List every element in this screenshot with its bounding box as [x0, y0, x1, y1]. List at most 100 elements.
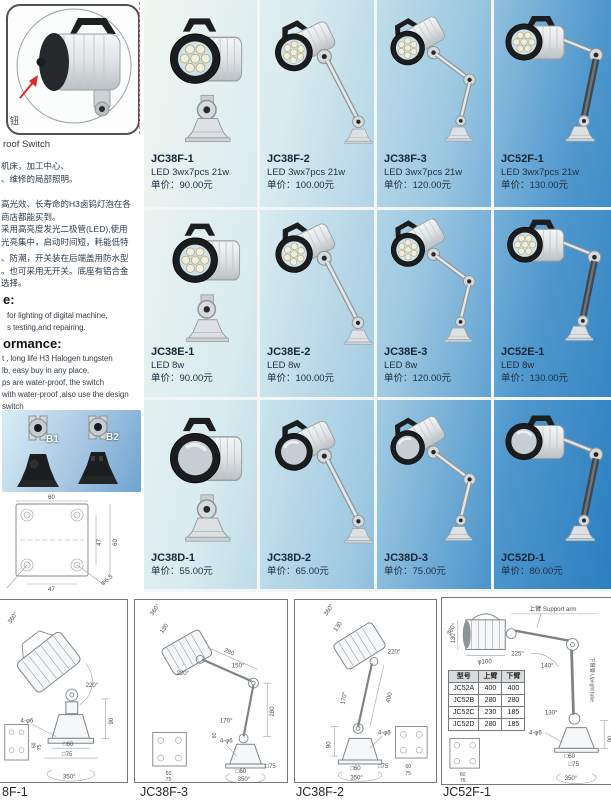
dim-label: 60: [212, 733, 218, 739]
dim-label: 60: [405, 764, 411, 770]
product-photo: [377, 210, 491, 345]
chinese-text-block-1: 机床，加工中心、 、维修的局部照明。: [1, 160, 143, 185]
product-label: JC38E-2 LED 8w 单价：100.00元: [260, 345, 374, 397]
dim-label: □60: [350, 765, 361, 772]
product-spec: LED 8w: [267, 360, 301, 371]
product-price: 单价：55.00元: [151, 566, 213, 577]
product-photo: [144, 210, 257, 345]
lamp-illustration-upright-halogen: [168, 417, 243, 542]
cn-line: 机床，加工中心、: [1, 161, 70, 171]
dim-label: □60: [236, 768, 247, 775]
product-cell-jc38d-2: JC38D-2 单价：65.00元: [260, 400, 377, 592]
product-cell-jc52e-1: JC52E-1 LED 8w 单价：130.00元: [494, 210, 611, 400]
label-b1: B1: [46, 434, 59, 445]
dim-label: 4-φ6: [21, 718, 34, 725]
dim-label: 4-φ6: [378, 729, 391, 736]
product-photo: [260, 400, 374, 551]
product-grid: JC38F-1 LED 3wx7pcs 21w 单价：90.00元: [144, 0, 611, 592]
dim-label: 280: [223, 647, 236, 658]
lamp-illustration-fold: [506, 219, 602, 341]
product-spec: LED 8w: [501, 360, 535, 371]
product-label: JC38F-1 LED 3wx7pcs 21w 单价：90.00元: [144, 152, 257, 207]
dim-label: 130: [159, 622, 171, 635]
size-table-header: 下臂: [501, 670, 526, 683]
lamp-illustration-upright: [172, 223, 241, 343]
dim-label: 360°: [149, 602, 162, 617]
perf-line: switch: [2, 402, 24, 411]
product-price: 单价：120.00元: [384, 180, 452, 191]
drawing-label-jc52f-1: JC52F-1: [443, 785, 491, 799]
perf-line: t , long life H3 Halogen tungsten: [2, 354, 113, 363]
dim-label: 130: [332, 620, 344, 633]
performance-text: t , long life H3 Halogen tungsten lb, ea…: [2, 353, 144, 413]
base-b2: [78, 415, 118, 484]
dim-label: φ100: [478, 658, 493, 665]
size-table-cell: JC52A: [447, 682, 480, 695]
product-price: 单价：80.00元: [501, 566, 563, 577]
plate-dim-hole: Φ6.5: [100, 573, 115, 588]
dim-label: 170°: [339, 691, 349, 705]
product-cell-jc38f-3: JC38F-3 LED 3wx7pcs 21w 单价：120.00元: [377, 0, 494, 210]
dim-label: □75: [569, 761, 580, 768]
perf-line: ps are water-proof, the switch: [2, 378, 104, 387]
product-price: 单价：65.00元: [267, 566, 329, 577]
lamp-head-photo: [16, 8, 132, 124]
dim-label: 75: [460, 778, 466, 784]
product-photo: [377, 400, 491, 551]
product-cell-jc38f-1: JC38F-1 LED 3wx7pcs 21w 单价：90.00元: [144, 0, 260, 210]
performance-heading: ormance:: [3, 336, 62, 351]
size-table-cell: 400: [501, 682, 526, 695]
product-label: JC38F-2 LED 3wx7pcs 21w 单价：100.00元: [260, 152, 374, 207]
dim-label: 90: [325, 741, 332, 748]
size-table-header: 型号: [447, 670, 480, 683]
product-price: 单价：100.00元: [267, 373, 335, 384]
product-spec: LED 8w: [384, 360, 418, 371]
product-photo: [144, 0, 257, 152]
product-cell-jc38e-1: JC38E-1 LED 8w 单价：90.00元: [144, 210, 260, 400]
product-cell-jc38d-3: JC38D-3 单价：75.00元: [377, 400, 494, 592]
dim-label: 360°: [7, 610, 20, 625]
dim-label: 60: [166, 771, 172, 777]
product-price: 单价：130.00元: [501, 180, 569, 191]
dim-label: 350°: [350, 775, 363, 782]
dim-label: □75: [62, 751, 73, 758]
product-spec: LED 3wx7pcs 21w: [501, 167, 580, 178]
dim-label: 130°: [545, 710, 558, 717]
dim-label: 140°: [541, 662, 554, 669]
dim-label: 220°: [176, 670, 189, 677]
product-photo: [260, 210, 374, 345]
perf-line: with water-proof ,also use the design: [2, 390, 129, 399]
base-options-photo: B1 B2: [2, 410, 141, 492]
product-spec: LED 3wx7pcs 21w: [384, 167, 463, 178]
product-label: JC38D-1 单价：55.00元: [144, 551, 257, 589]
lamp-illustration-twoarm: [384, 14, 476, 142]
dim-label: 4-φ6: [529, 730, 542, 737]
dim-label: □60: [565, 753, 576, 760]
size-table-cell: 185: [501, 718, 526, 731]
dim-label: 60: [31, 742, 37, 748]
dim-label: 350°: [565, 775, 578, 782]
cn-line: 光亮集中，启动时间短，耗能低特: [1, 236, 129, 247]
size-table-cell: 280: [478, 694, 503, 707]
product-model: JC52F-1: [501, 153, 544, 165]
size-table-cell: 280: [501, 694, 526, 707]
product-cell-jc38e-3: JC38E-3 LED 8w 单价：120.00元: [377, 210, 494, 400]
size-table-cell: 230: [478, 706, 503, 719]
product-model: JC38F-1: [151, 153, 194, 165]
product-cell-jc38e-2: JC38E-2 LED 8w 单价：100.00元: [260, 210, 377, 400]
product-price: 单价：75.00元: [384, 566, 446, 577]
size-table-header: 上臂: [478, 670, 503, 683]
dim-label: 350°: [63, 774, 76, 781]
lamp-illustration-twoarm: [384, 216, 476, 343]
dim-label: 150°: [232, 662, 245, 669]
lamp-illustration-twoarm-halogen: [383, 414, 476, 541]
chinese-text-block-3: 、防潮，开关装在后端盖用防水型 。也可采用无开关。底座有铝合金 选择。: [1, 252, 143, 290]
lamp-illustration-arm: [269, 219, 373, 345]
drawing-jc38f-3: 360° 130 220° 280 150° 280 170° 60 4-φ6 …: [134, 599, 288, 783]
usage-heading: e:: [3, 292, 15, 307]
cn-line: 、维修的局部照明。: [1, 173, 78, 184]
dim-label: 400: [385, 691, 394, 703]
lamp-illustration-fold: [505, 16, 604, 142]
product-model: JC52E-1: [501, 346, 545, 358]
dim-label: 90: [607, 735, 611, 742]
